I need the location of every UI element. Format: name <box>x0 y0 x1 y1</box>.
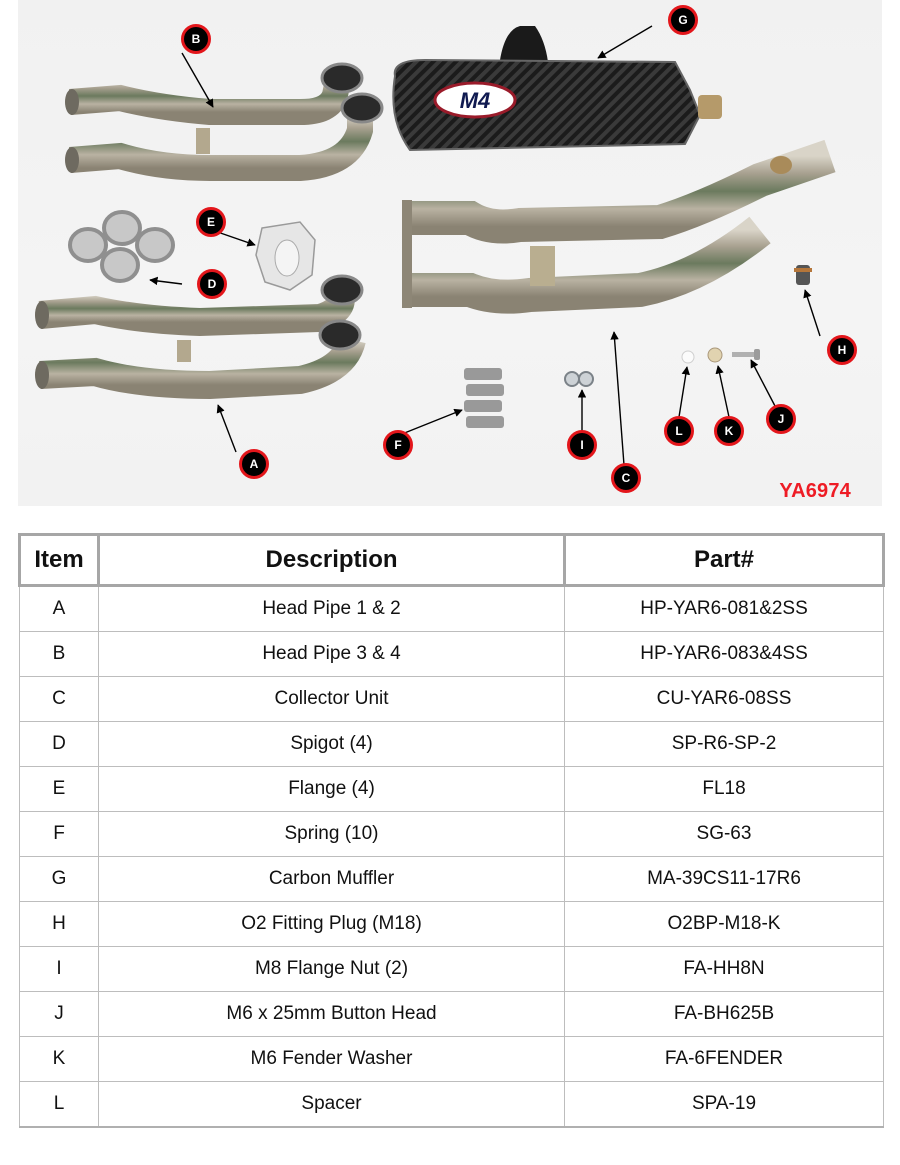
washer-k <box>707 347 723 363</box>
cell-item: J <box>19 991 99 1037</box>
carbon-muffler-g: M4 <box>392 26 722 152</box>
cell-description: Head Pipe 3 & 4 <box>98 631 565 677</box>
header-item: Item <box>18 533 100 587</box>
bolt-j <box>732 349 760 360</box>
cell-item: D <box>19 721 99 767</box>
spigots-d <box>68 210 175 283</box>
cell-description: M6 x 25mm Button Head <box>98 991 565 1037</box>
cell-part-number: SPA-19 <box>564 1081 884 1128</box>
table-header-row: Item Description Part# <box>18 533 885 587</box>
cell-item: K <box>19 1036 99 1082</box>
callout-f: F <box>383 430 413 460</box>
cell-item: B <box>19 631 99 677</box>
sku-label: YA6974 <box>779 480 851 502</box>
header-part-number: Part# <box>563 533 885 587</box>
cell-item: A <box>19 585 99 632</box>
cell-part-number: FL18 <box>564 766 884 812</box>
cell-item: G <box>19 856 99 902</box>
flanges-e <box>255 221 316 291</box>
cell-description: Carbon Muffler <box>98 856 565 902</box>
cell-description: M8 Flange Nut (2) <box>98 946 565 992</box>
callout-b: B <box>181 24 211 54</box>
callout-a: A <box>239 449 269 479</box>
cell-part-number: HP-YAR6-083&4SS <box>564 631 884 677</box>
cell-part-number: FA-6FENDER <box>564 1036 884 1082</box>
collector-c <box>402 139 836 314</box>
cell-description: Head Pipe 1 & 2 <box>98 585 565 632</box>
cell-item: L <box>19 1081 99 1128</box>
nuts-i <box>564 371 594 387</box>
callout-d: D <box>197 269 227 299</box>
cell-part-number: CU-YAR6-08SS <box>564 676 884 722</box>
callout-h: H <box>827 335 857 365</box>
cell-description: Spigot (4) <box>98 721 565 767</box>
cell-description: O2 Fitting Plug (M18) <box>98 901 565 947</box>
spacer-l <box>681 350 695 364</box>
header-description: Description <box>97 533 566 587</box>
callout-i: I <box>567 430 597 460</box>
cell-description: Spring (10) <box>98 811 565 857</box>
cell-part-number: SP-R6-SP-2 <box>564 721 884 767</box>
cell-description: Collector Unit <box>98 676 565 722</box>
o2-plug-h <box>794 265 812 285</box>
cell-part-number: MA-39CS11-17R6 <box>564 856 884 902</box>
callout-g: G <box>668 5 698 35</box>
head-pipe-b <box>65 62 384 181</box>
callout-k: K <box>714 416 744 446</box>
cell-part-number: FA-BH625B <box>564 991 884 1037</box>
callout-c: C <box>611 463 641 493</box>
cell-part-number: O2BP-M18-K <box>564 901 884 947</box>
callout-e: E <box>196 207 226 237</box>
cell-item: I <box>19 946 99 992</box>
parts-illustration: M4 <box>35 25 836 466</box>
cell-part-number: HP-YAR6-081&2SS <box>564 585 884 632</box>
cell-description: Flange (4) <box>98 766 565 812</box>
cell-item: H <box>19 901 99 947</box>
cell-part-number: SG-63 <box>564 811 884 857</box>
cell-item: E <box>19 766 99 812</box>
cell-description: M6 Fender Washer <box>98 1036 565 1082</box>
callout-l: L <box>664 416 694 446</box>
cell-item: C <box>19 676 99 722</box>
cell-description: Spacer <box>98 1081 565 1128</box>
head-pipe-a <box>35 274 366 400</box>
callout-j: J <box>766 404 796 434</box>
exhaust-parts-photo: M4 <box>18 0 882 506</box>
springs-f <box>464 368 504 428</box>
cell-part-number: FA-HH8N <box>564 946 884 992</box>
cell-item: F <box>19 811 99 857</box>
svg-text:M4: M4 <box>460 88 491 113</box>
